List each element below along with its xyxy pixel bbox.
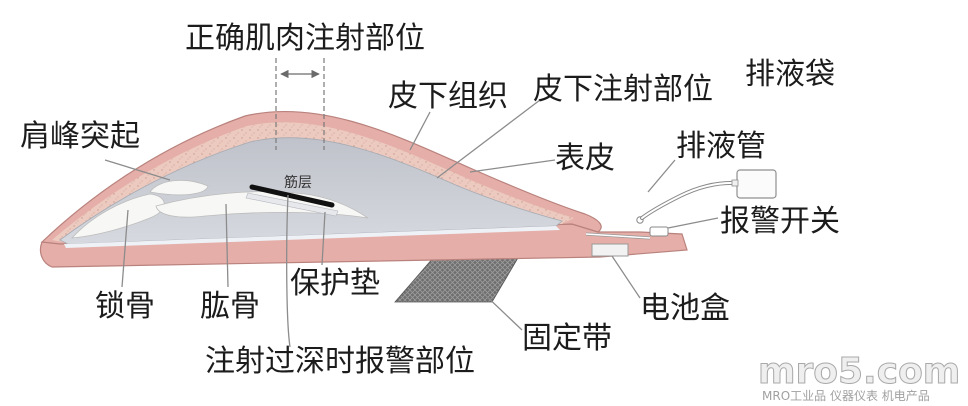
label-drain-tube: 排液管 <box>676 129 766 164</box>
protective-pad <box>245 192 339 217</box>
acromion-bone <box>149 180 209 196</box>
label-subcutaneous-site: 皮下注射部位 <box>533 72 713 107</box>
fascia-alarm-bar <box>249 184 335 208</box>
leader-too-deep-alarm <box>286 194 291 348</box>
label-fascia: 筋层 <box>284 174 312 191</box>
leader-subcutaneous-site <box>436 99 541 179</box>
battery-box <box>591 243 629 257</box>
label-strap: 固定带 <box>522 321 612 356</box>
base-plate <box>39 223 688 268</box>
leader-drain-tube <box>647 159 676 193</box>
label-subcutaneous-tissue: 皮下组织 <box>388 79 508 114</box>
inner-base-strip <box>64 226 560 248</box>
label-battery-box: 电池盒 <box>640 291 730 326</box>
leader-acromion <box>104 159 171 181</box>
leader-strap <box>481 291 523 331</box>
leader-subcutaneous-tissue <box>409 111 431 151</box>
drain-bag-connector <box>731 179 739 187</box>
label-epidermis: 表皮 <box>555 141 615 176</box>
leader-clavicle <box>121 209 129 288</box>
watermark-site: mro5.com <box>758 351 960 392</box>
leader-battery-box <box>611 255 641 299</box>
internal-drain-channel-inner <box>585 233 651 239</box>
label-clavicle: 锁骨 <box>95 289 155 324</box>
leader-alarm-switch <box>667 217 719 229</box>
label-too-deep-alarm: 注射过深时报警部位 <box>205 344 475 379</box>
label-pad: 保护垫 <box>290 266 380 301</box>
label-humerus: 肱骨 <box>200 289 260 324</box>
leader-humerus <box>225 203 229 288</box>
leader-pad <box>321 211 326 266</box>
label-correct-im-site: 正确肌肉注射部位 <box>185 21 425 56</box>
drain-tube-inner <box>641 181 739 219</box>
label-acromion: 肩峰突起 <box>20 119 140 154</box>
drain-bag <box>736 169 777 199</box>
alarm-switch <box>649 226 669 237</box>
label-drain-bag: 排液袋 <box>745 57 835 92</box>
watermark-tagline: MRO工业品 仪器仪表 机电产品 <box>762 389 930 403</box>
label-alarm-switch: 报警开关 <box>720 204 840 239</box>
leader-epidermis <box>469 159 556 173</box>
